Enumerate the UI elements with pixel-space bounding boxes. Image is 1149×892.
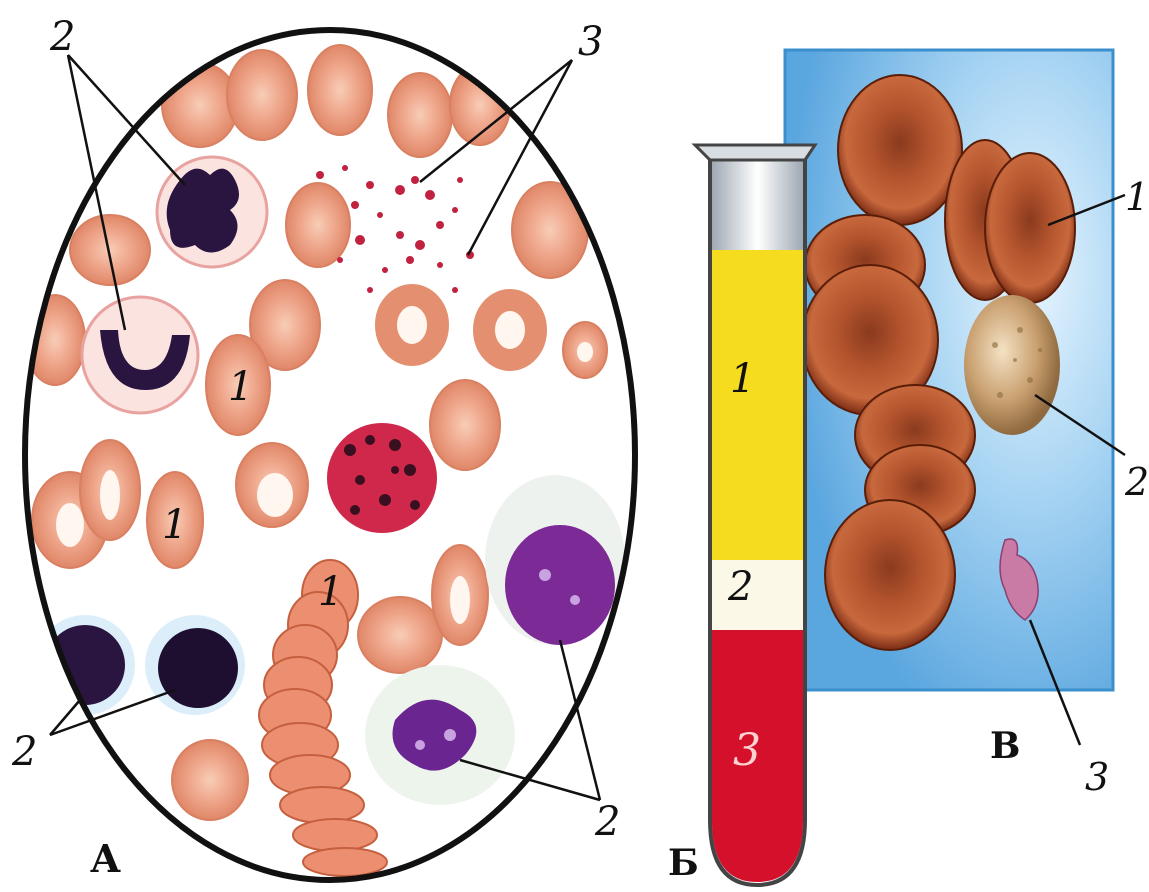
monocyte-lower [365,665,515,805]
leukocyte-3d [964,295,1060,435]
monocyte-upper [485,475,625,645]
label-a-erythrocyte-3: 1 [318,569,343,615]
layer-buffy-coat [712,560,803,630]
label-b-cells: 3 [733,725,761,776]
label-a-erythrocyte-1: 1 [228,364,253,410]
lymphocyte-right [145,615,245,715]
panel-a-smear: 2 3 2 2 1 1 1 А [11,14,635,881]
panel-b-tube: 1 2 3 Б [668,145,815,885]
label-b-plasma: 1 [730,356,755,402]
label-c-platelets: 3 [1085,755,1109,799]
layer-plasma [712,250,803,560]
label-b-buffy: 2 [727,564,753,610]
label-a-leukocytes-left: 2 [11,729,37,775]
panel-b-letter: Б [668,842,699,884]
tube-rim [695,145,815,160]
eosinophil [327,423,437,533]
panel-a-letter: А [90,836,121,881]
panel-c-cells: 1 2 3 В [785,50,1149,799]
label-a-leukocytes-top: 2 [49,14,75,60]
label-a-leukocytes-right: 2 [594,799,620,845]
neutrophil-band [82,297,198,413]
panel-c-letter: В [990,725,1020,767]
label-a-erythrocyte-2: 1 [162,502,187,548]
label-c-leukocytes: 2 [1124,460,1149,504]
label-c-erythrocytes: 1 [1125,175,1149,219]
label-a-platelets: 3 [578,19,603,65]
